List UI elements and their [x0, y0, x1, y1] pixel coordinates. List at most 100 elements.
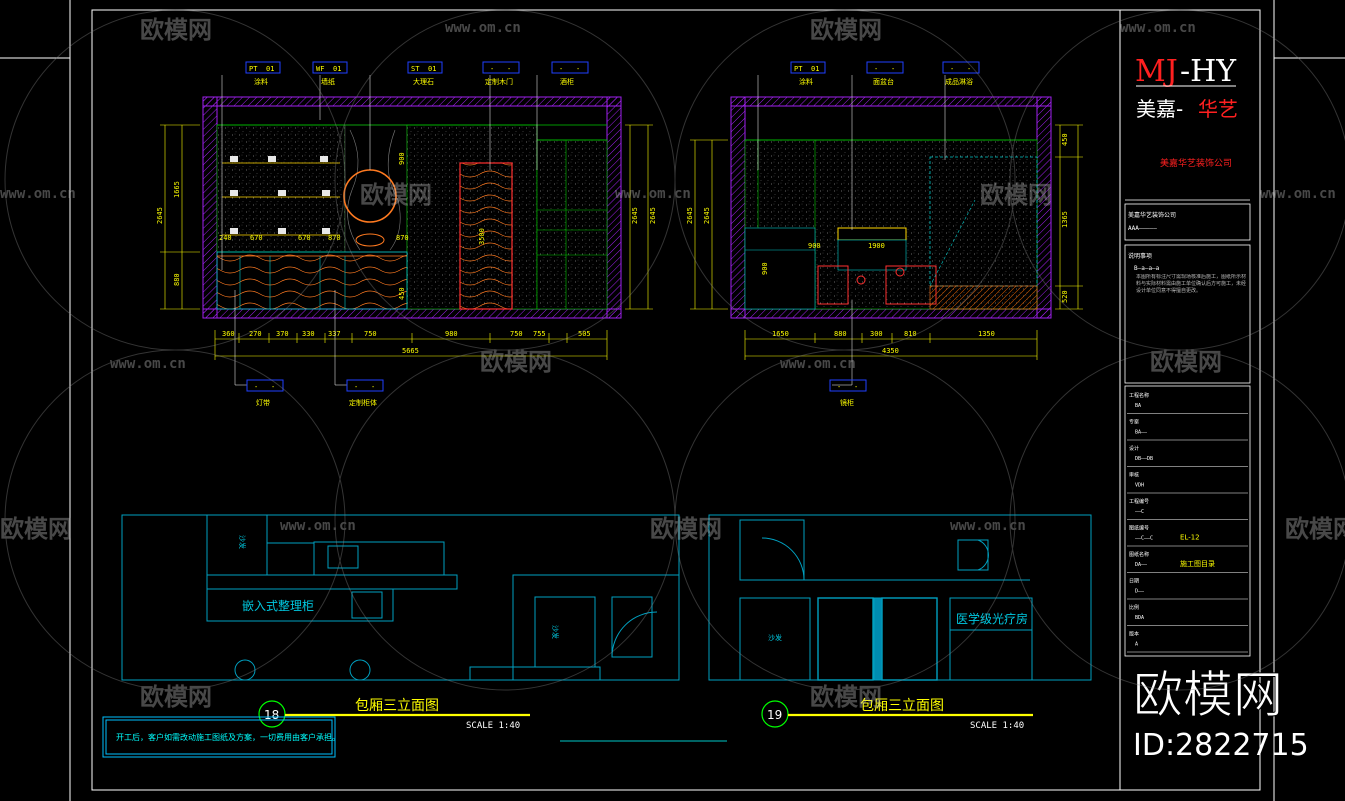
title-block-row-label: 版本: [1129, 631, 1139, 638]
elev18-tag-2-num: 01: [333, 65, 341, 73]
elev19-dim-total: 4350: [882, 347, 899, 355]
elev19-tag-1-code: PT: [794, 65, 803, 73]
wm-brand-8: 欧模网: [650, 515, 722, 543]
elev18-shelf-dim-5: 870: [396, 234, 409, 242]
elev18-btag-1-code: -: [254, 383, 258, 391]
title-block-row-value: DA——: [1135, 562, 1148, 568]
watermark-big-brand: 欧模网: [1133, 666, 1283, 724]
title-block-row-extra: EL-12: [1180, 534, 1200, 542]
elev18-bottom-tags: - - 灯带 - - 定制柜体: [234, 290, 384, 407]
elev18-shelf-dim-2: 670: [250, 234, 263, 242]
contract-note: 开工后，客户如需改动施工图纸及方案，一切费用由客户承担。: [102, 716, 340, 758]
wm-brand-10: 欧模网: [140, 683, 212, 711]
elev18-tag-5-num: -: [576, 65, 580, 73]
elev18-btag-2-num: -: [371, 383, 375, 391]
elev18-tag-4-num: -: [507, 65, 511, 73]
plan-label-sofa-b: 沙发: [551, 625, 560, 639]
title-block-row-extra: 施工图目录: [1180, 559, 1215, 568]
notes-header: 说明事项: [1128, 252, 1152, 260]
elev18-tag-4-code: -: [490, 65, 494, 73]
elev18-dim-total: 5665: [402, 347, 419, 355]
title-block-row-value: DB——DB: [1135, 456, 1153, 462]
elevation-19: 1650 880 300 810 1350 4350 900 1900 900 …: [686, 61, 1083, 407]
elev18-vlabel-3: 450: [398, 287, 406, 300]
elev18-tag-2-code: WF: [316, 65, 324, 73]
elev18-btag-2-label: 定制柜体: [349, 398, 377, 407]
company-name: 美嘉华艺装饰公司: [1160, 157, 1232, 169]
elev19-left-dim-1: 2645: [686, 207, 694, 224]
elev19-tag-1-label: 涂料: [799, 77, 813, 86]
wm-url-4: www.om.cn: [615, 186, 691, 202]
plan-label-sofa-c: 沙发: [768, 633, 782, 642]
elev18-tag-2-label: 墙纸: [321, 77, 335, 86]
brand-name-red: 华艺: [1198, 97, 1238, 121]
title-block-row-value: A: [1135, 642, 1138, 648]
elev19-tag-3-code: -: [950, 65, 954, 73]
elev18-shelf-dim-4: 870: [328, 234, 341, 242]
elev18-dim-5: 337: [328, 330, 341, 338]
wm-brand-3: 欧模网: [360, 181, 432, 209]
elev19-tag-2-code: -: [874, 65, 878, 73]
wm-brand-7: 欧模网: [0, 515, 72, 543]
title-18-name: 包厢三立面图: [355, 698, 439, 714]
elev19-dim-3: 300: [870, 330, 883, 338]
elev18-wall-bottom: [202, 308, 622, 319]
title-block-row-label: 审核: [1129, 472, 1139, 479]
elev18-tag-3-num: 01: [428, 65, 436, 73]
drawing-title-19: 19 包厢三立面图 SCALE 1:40: [761, 698, 1033, 731]
elev18-wall-left: [202, 96, 218, 319]
elev18-wall-right: [606, 96, 622, 319]
title-block-row-label: 工程名称: [1129, 392, 1149, 399]
elev19-btag-1-num: -: [854, 383, 858, 391]
elev18-bottom-dimensions: [214, 330, 608, 360]
wm-url-5: www.om.cn: [1260, 186, 1336, 202]
title-18-scale: SCALE 1:40: [466, 721, 520, 731]
elev19-tag-2-num: -: [891, 65, 895, 73]
notes-text: 本图所有标注尺寸需现场核准后施工，图纸所示材料与实际材料需由施工单位确认后方可施…: [1136, 274, 1247, 294]
elev18-left-dim-3: 2645: [156, 207, 164, 224]
elev18-btag-1-label: 灯带: [256, 398, 270, 407]
elev18-tag-3-label: 大理石: [413, 77, 434, 86]
title-block-row-value: ——C: [1135, 509, 1144, 515]
elev19-inner-dim-3: 900: [761, 262, 769, 275]
wm-url-8: www.om.cn: [280, 518, 356, 534]
contract-note-text: 开工后，客户如需改动施工图纸及方案，一切费用由客户承担。: [116, 732, 340, 742]
base-cabinet: [216, 251, 408, 310]
title-block-row-label: 日期: [1129, 579, 1139, 585]
elev18-dim-3: 370: [276, 330, 289, 338]
title-block-rows: 工程名称BA专案BA——设计DB——DB审核VDH工程编号——C图纸编号——C—…: [1127, 392, 1248, 653]
elev19-right-dim-2: 1365: [1061, 211, 1069, 228]
elev18-dim-9: 755: [533, 330, 546, 338]
title-19-scale: SCALE 1:40: [970, 721, 1024, 731]
elev18-left-dim-2: 880: [173, 273, 181, 286]
elev19-right-dim-1: 450: [1061, 133, 1069, 146]
elev18-dim-4: 330: [302, 330, 315, 338]
elev19-tag-1-num: 01: [811, 65, 819, 73]
elev18-tag-1-num: 01: [266, 65, 274, 73]
wm-url-9: www.om.cn: [950, 518, 1026, 534]
elev18-dim-10: 505: [578, 330, 591, 338]
elev19-inner-dim-2: 1900: [868, 242, 885, 250]
elev19-right-dim-3: 520: [1061, 290, 1069, 303]
elev19-tag-3-num: -: [967, 65, 971, 73]
title-block-row-label: 设计: [1129, 445, 1139, 452]
watermark-id: ID:2822715: [1133, 728, 1309, 763]
elev19-dim-4: 810: [904, 330, 917, 338]
title-block-row-label: 专案: [1129, 419, 1139, 426]
project-value: AAA—————: [1128, 225, 1157, 232]
elev18-dim-7: 980: [445, 330, 458, 338]
wm-brand-5: 欧模网: [480, 348, 552, 376]
wm-brand-2: 欧模网: [810, 16, 882, 44]
elev18-btag-2-code: -: [354, 383, 358, 391]
elev18-dim-2: 270: [249, 330, 262, 338]
elev18-vlabel-2: 900: [398, 152, 406, 165]
elev19-left-dim-2: 2645: [703, 207, 711, 224]
elev18-tag-5-code: -: [559, 65, 563, 73]
elev19-dim-2: 880: [834, 330, 847, 338]
elev18-dim-8: 750: [510, 330, 523, 338]
wm-url-3: www.om.cn: [0, 186, 76, 202]
wm-url-2: www.om.cn: [1120, 20, 1196, 36]
shower-enclosure: [929, 156, 1038, 287]
